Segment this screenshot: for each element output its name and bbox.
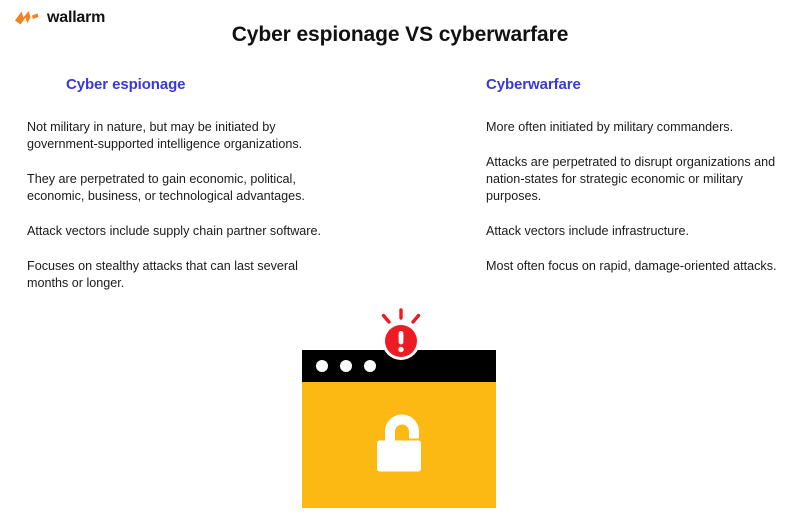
- cyberwarfare-paragraph-4: Most often focus on rapid, damage-orient…: [486, 259, 777, 273]
- browser-body: [302, 382, 496, 508]
- browser-window-graphic: [302, 350, 496, 508]
- wallarm-lightning-logo-icon: [14, 9, 40, 27]
- browser-dot-3-icon: [364, 360, 376, 372]
- comparison-columns: Cyber espionage Not military in nature, …: [0, 76, 800, 292]
- column-cyber-espionage: Cyber espionage Not military in nature, …: [0, 76, 400, 292]
- cyberwarfare-paragraph-2: Attacks are perpetrated to disrupt organ…: [486, 155, 776, 203]
- espionage-paragraph-4: Focuses on stealthy attacks that can las…: [27, 259, 298, 290]
- brand-logo: wallarm: [14, 9, 105, 27]
- open-padlock-icon: [371, 412, 427, 479]
- browser-window-breach-illustration: [302, 308, 498, 510]
- browser-titlebar: [302, 350, 496, 382]
- page-title: Cyber espionage VS cyberwarfare: [231, 23, 569, 46]
- column-heading-cyber-espionage: Cyber espionage: [66, 76, 186, 93]
- espionage-paragraph-3: Attack vectors include supply chain part…: [27, 224, 321, 238]
- alert-exclamation-icon: [374, 308, 428, 362]
- espionage-paragraph-1: Not military in nature, but may be initi…: [27, 120, 303, 151]
- cyberwarfare-paragraph-1: More often initiated by military command…: [486, 120, 734, 134]
- espionage-paragraph-2: They are perpetrated to gain economic, p…: [27, 172, 305, 203]
- column-heading-cyberwarfare: Cyberwarfare: [486, 76, 581, 93]
- browser-dot-1-icon: [316, 360, 328, 372]
- browser-dot-2-icon: [340, 360, 352, 372]
- brand-name: wallarm: [47, 9, 106, 26]
- cyberwarfare-paragraph-3: Attack vectors include infrastructure.: [486, 224, 689, 238]
- column-cyberwarfare: Cyberwarfare More often initiated by mil…: [400, 76, 800, 292]
